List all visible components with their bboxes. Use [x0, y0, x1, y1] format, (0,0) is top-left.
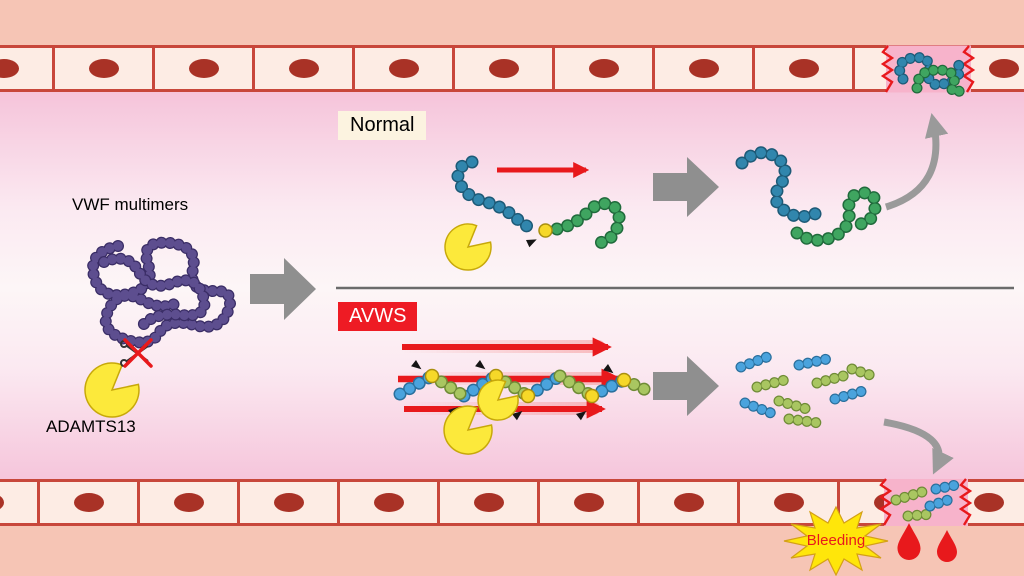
- endothelial-cell: [252, 45, 355, 92]
- arrow-to-wound-bottom: [883, 418, 954, 475]
- cell-nucleus: [988, 59, 1019, 78]
- endothelial-cell: [537, 479, 640, 526]
- adamts13-enzyme-avws-2: [443, 405, 493, 455]
- endothelial-cell: [637, 479, 740, 526]
- cell-nucleus: [388, 59, 419, 78]
- vwf-multimers-label: VWF multimers: [72, 195, 189, 214]
- endothelial-cell: [737, 479, 840, 526]
- cleavage-site: [584, 388, 600, 404]
- cleavage-arrowhead-icon: [475, 360, 486, 370]
- cleavage-site: [538, 223, 553, 238]
- wound-site-bottom: [878, 478, 973, 526]
- flow-arrow-avws: [653, 356, 719, 416]
- bleeding-starburst-icon: [783, 505, 889, 576]
- cleavage-arrowhead-icon: [512, 410, 523, 421]
- endothelial-cell: [352, 45, 455, 92]
- endothelium-bottom: [0, 479, 1024, 526]
- cell-nucleus: [373, 493, 404, 512]
- endothelial-cell: [0, 45, 55, 92]
- vessel-exterior-top: [0, 0, 1024, 45]
- cleavage-arrowhead-icon: [411, 360, 422, 370]
- endothelium-top: [0, 45, 1024, 92]
- cell-nucleus: [573, 493, 604, 512]
- adamts13-enzyme-inactive: [84, 338, 153, 418]
- cleavage-site: [424, 368, 440, 384]
- cleaved-chain-green: [790, 186, 882, 247]
- endothelial-cell: [52, 45, 155, 92]
- cleaved-chain-blue: [735, 146, 824, 223]
- cleavage-site: [616, 372, 632, 388]
- endothelial-cell: [237, 479, 340, 526]
- endothelial-cell: [752, 45, 855, 92]
- blood-drop-icon: [897, 523, 921, 560]
- cleavage-arrowhead-icon: [576, 410, 587, 421]
- endothelial-cell: [452, 45, 555, 92]
- cleavage-site: [520, 388, 536, 404]
- cell-nucleus: [688, 59, 719, 78]
- cell-nucleus: [673, 493, 704, 512]
- cell-nucleus: [0, 59, 19, 78]
- blood-drop-icon: [937, 530, 957, 562]
- endothelial-cell: [652, 45, 755, 92]
- vwf-multimer-tangle: [87, 236, 237, 349]
- vwf-chain-normal: [451, 155, 626, 250]
- cleavage-arrowhead-icon: [603, 364, 614, 374]
- cell-nucleus: [288, 59, 319, 78]
- adamts13-enzyme-avws-1: [477, 379, 519, 421]
- cell-nucleus: [488, 59, 519, 78]
- cell-nucleus: [588, 59, 619, 78]
- cell-nucleus: [173, 493, 204, 512]
- cell-nucleus: [88, 59, 119, 78]
- avws-section: [393, 337, 973, 576]
- flow-arrow-left: [250, 258, 316, 320]
- bleeding-label: Bleeding: [806, 532, 866, 549]
- wound-site-top: [880, 45, 976, 98]
- normal-section: [444, 45, 976, 271]
- cell-nucleus: [773, 493, 804, 512]
- vwf-chain-avws: [393, 360, 653, 421]
- cell-nucleus: [788, 59, 819, 78]
- pacman-icon: [84, 362, 140, 418]
- no-cleavage-cross-icon: [123, 338, 153, 368]
- normal-badge: Normal: [338, 111, 427, 140]
- adhesion-arrow-top: [884, 113, 949, 211]
- chain-fragments: [735, 351, 882, 429]
- endothelial-cell: [137, 479, 240, 526]
- endothelial-cell: [552, 45, 655, 92]
- cell-nucleus: [473, 493, 504, 512]
- adamts13-label: ADAMTS13: [46, 417, 136, 436]
- cleavage-arrowhead-icon: [526, 239, 537, 248]
- blood-drops: [897, 523, 957, 562]
- cell-nucleus: [0, 493, 4, 512]
- flow-arrow-normal: [653, 157, 719, 217]
- cell-nucleus: [973, 493, 1004, 512]
- endothelial-cell: [152, 45, 255, 92]
- cell-nucleus: [188, 59, 219, 78]
- adamts13-enzyme-normal: [444, 223, 492, 271]
- cell-nucleus: [273, 493, 304, 512]
- avws-badge: AVWS: [338, 302, 418, 331]
- cell-nucleus: [73, 493, 104, 512]
- endothelial-cell: [337, 479, 440, 526]
